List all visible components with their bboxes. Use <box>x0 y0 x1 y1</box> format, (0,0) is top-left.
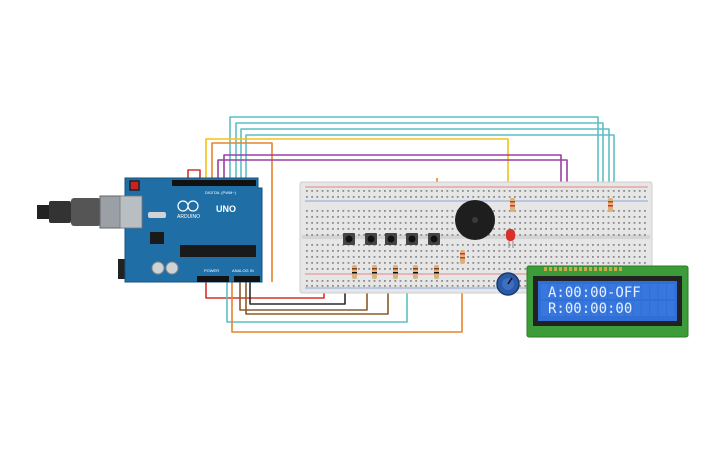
resistor-1 <box>352 265 357 279</box>
arduino-brand-label: ARDUINO <box>177 214 200 220</box>
lcd-character-grid <box>541 284 675 316</box>
lcd-module: A:00:00-OFF R:00:00:00 <box>526 265 689 338</box>
power-header-label: POWER <box>204 268 219 273</box>
usb-cable-head <box>71 198 101 226</box>
usb-port-on-board <box>119 195 143 229</box>
crystal <box>148 212 166 218</box>
arduino-board <box>124 177 263 283</box>
capacitor-1 <box>151 261 165 275</box>
small-chip <box>150 232 164 244</box>
reset-button[interactable] <box>129 180 140 191</box>
usb-plug-body <box>49 201 71 223</box>
potentiometer[interactable] <box>496 272 520 296</box>
components <box>343 198 613 296</box>
power-header <box>197 276 229 282</box>
resistor-3 <box>393 265 398 279</box>
wire-yellow <box>205 138 509 200</box>
resistor-4 <box>413 265 418 279</box>
digital-header <box>172 180 256 186</box>
wire-brown-1 <box>239 280 368 311</box>
arduino-uno[interactable]: DIGITAL (PWM~) ARDUINO UNO POWER ANALOG … <box>37 177 263 283</box>
lcd-line-1: A:00:00-OFF <box>548 285 641 301</box>
arduino-model-label: UNO <box>216 204 236 214</box>
usb-plug-tip <box>37 205 51 219</box>
pushbutton-1[interactable] <box>343 233 355 245</box>
resistor-7 <box>510 198 515 212</box>
piezo-buzzer <box>455 200 495 240</box>
pushbutton-5[interactable] <box>428 233 440 245</box>
pushbutton-2[interactable] <box>365 233 377 245</box>
digital-header-label: DIGITAL (PWM~) <box>205 190 237 195</box>
wire-orange-bottom <box>231 280 463 333</box>
pushbutton-4[interactable] <box>406 233 418 245</box>
lcd-pins <box>544 267 622 271</box>
pushbutton-3[interactable] <box>385 233 397 245</box>
wire-orange-top <box>211 142 273 195</box>
lcd-line-2: R:00:00:00 <box>548 301 632 317</box>
resistor-8 <box>608 198 613 212</box>
red-led <box>506 229 515 248</box>
wire-teal-bottom <box>226 270 408 323</box>
resistor-5 <box>434 265 439 279</box>
microcontroller-chip <box>180 245 256 257</box>
capacitor-2 <box>165 261 179 275</box>
arduino-logo-right <box>187 200 199 212</box>
analog-header <box>234 276 260 282</box>
wire-red-top <box>187 169 201 182</box>
resistor-2 <box>372 265 377 279</box>
wire-brown-2 <box>245 280 389 315</box>
analog-header-label: ANALOG IN <box>232 268 254 273</box>
resistor-6 <box>460 250 465 264</box>
